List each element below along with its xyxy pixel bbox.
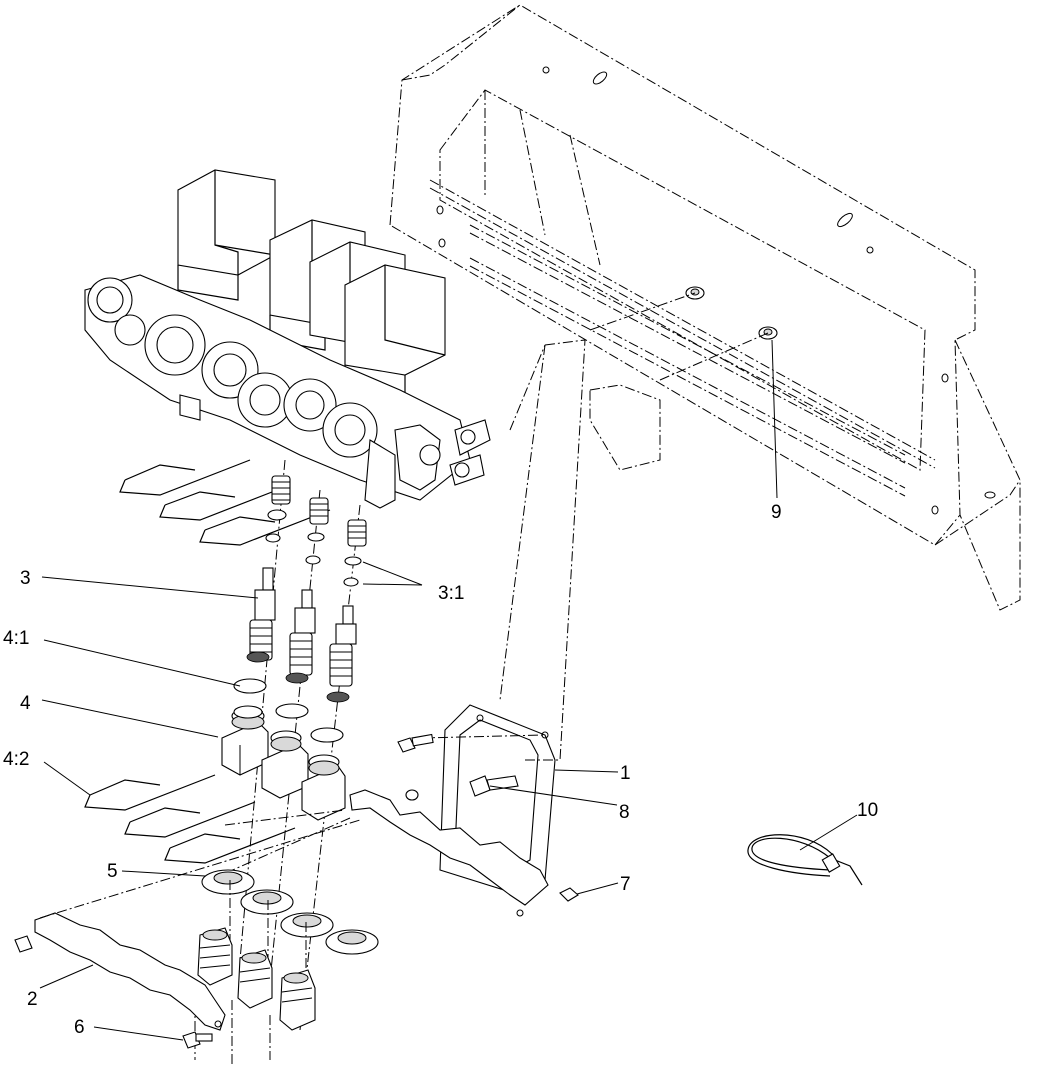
callout-9: 9 [771, 502, 782, 523]
upper-wire-clips [119, 459, 331, 546]
callout-8: 8 [619, 802, 630, 823]
hardware [14, 286, 778, 1049]
callout-10: 10 [857, 800, 878, 821]
mounting-frame-phantom [389, 4, 1021, 761]
callout-2: 2 [27, 989, 38, 1010]
callout-3-1: 3:1 [438, 583, 464, 604]
lower-clamp-plate [34, 819, 361, 1031]
callout-1: 1 [620, 763, 631, 784]
valve-body-row [84, 274, 491, 509]
leader-lines [39, 339, 858, 1041]
spool-stack-middle [261, 489, 329, 1001]
lower-wire-clips [84, 774, 296, 864]
spool-stack-left [221, 459, 291, 961]
callout-4-2: 4:2 [3, 749, 29, 770]
callout-5: 5 [107, 861, 118, 882]
bottom-fittings [194, 927, 316, 1065]
callout-7: 7 [620, 874, 631, 895]
callout-3: 3 [20, 568, 31, 589]
valve-manifold-assembly [84, 169, 491, 509]
bottom-plate [209, 789, 549, 917]
callout-4: 4 [20, 693, 31, 714]
cable-tie [747, 834, 863, 886]
solenoid-box-1 [177, 169, 276, 301]
callout-4-1: 4:1 [3, 628, 29, 649]
spool-stack-right [299, 504, 367, 1031]
callout-6: 6 [74, 1017, 85, 1038]
grommets [201, 869, 379, 1020]
callout-labels: 1 2 3 3:1 4 4:1 4:2 5 6 7 8 9 10 [3, 502, 878, 1038]
